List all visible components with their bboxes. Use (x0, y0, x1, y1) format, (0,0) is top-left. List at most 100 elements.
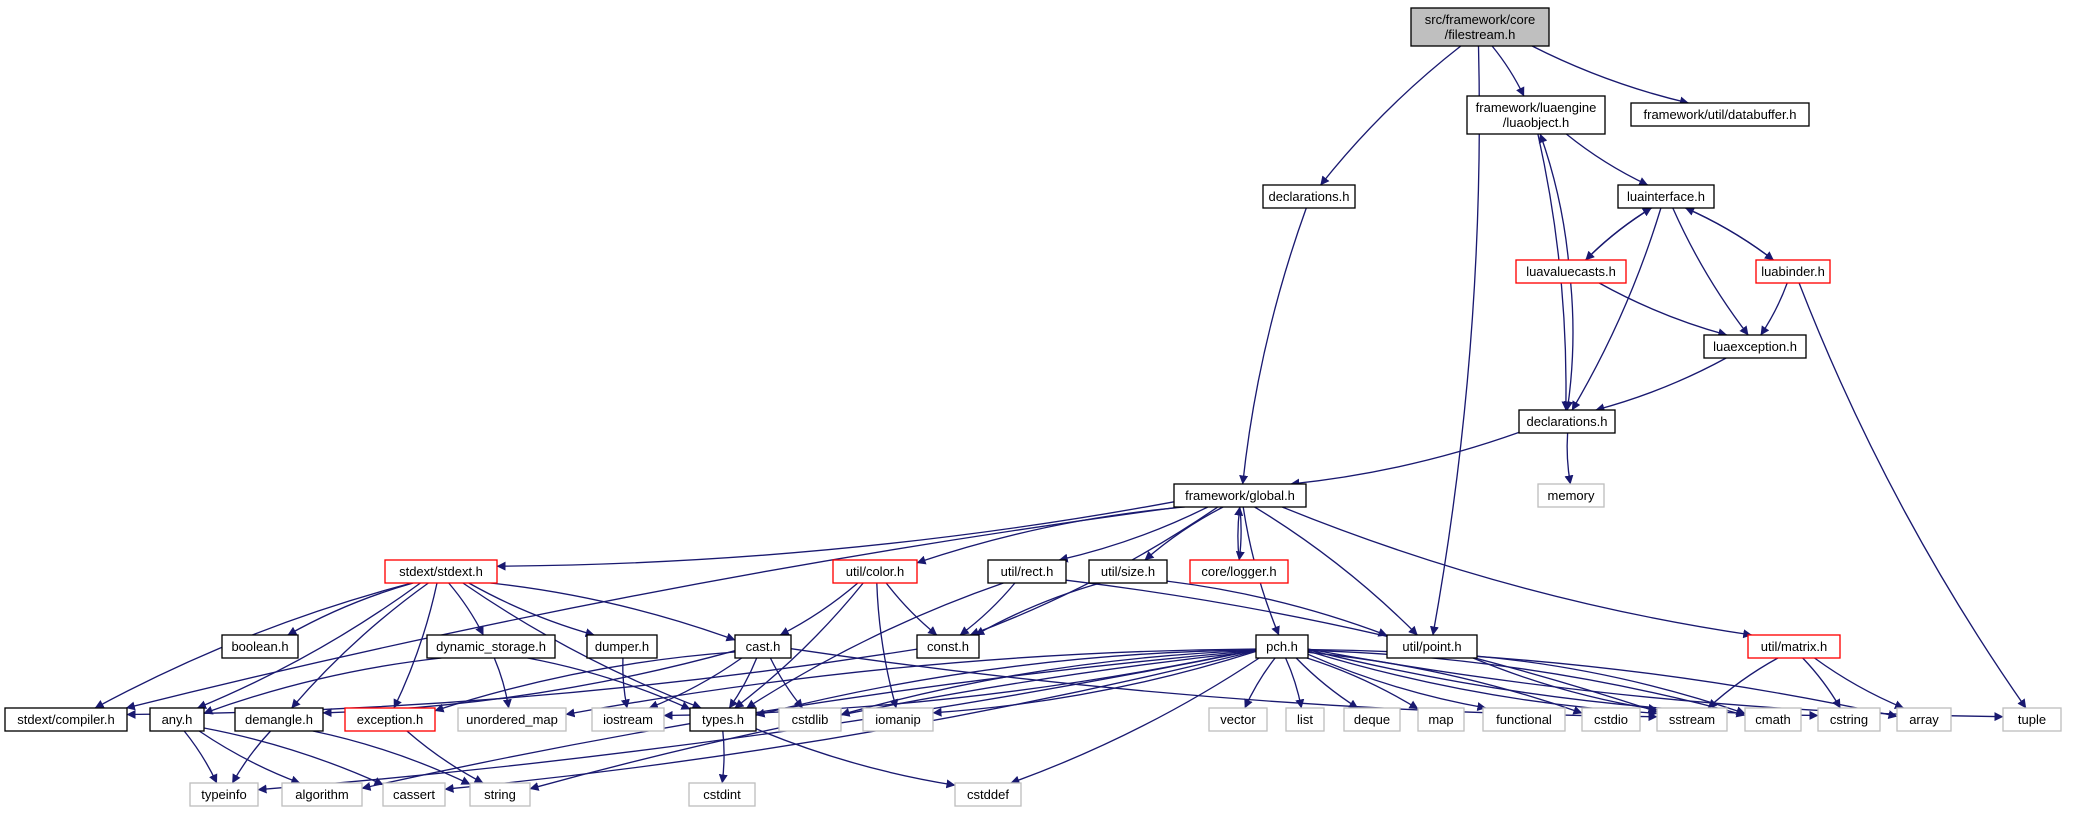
node-luaobject[interactable]: framework/luaengine/luaobject.h (1466, 95, 1606, 135)
node-rect[interactable]: util/rect.h (987, 559, 1067, 584)
edge-root-to-databuffer (1531, 45, 1689, 106)
edge-stdext-to-any (197, 582, 421, 709)
edge-declarations_lua-to-memory (1564, 432, 1574, 485)
node-cassert: cassert (382, 782, 446, 807)
edge-line (1685, 207, 1774, 261)
edge-any-to-typeinfo (183, 730, 218, 784)
node-box (1343, 707, 1401, 732)
node-label: framework/luaengine (1476, 100, 1597, 115)
node-iostream: iostream (591, 707, 665, 732)
edge-line (718, 730, 728, 784)
edge-line (1595, 357, 1727, 413)
node-box (1755, 259, 1831, 284)
edge-pch-to-cassert (444, 650, 1257, 793)
edge-pch-to-algorithm (361, 649, 1257, 791)
edge-line (1565, 133, 1649, 186)
node-box (1617, 184, 1715, 209)
edge-line (1571, 207, 1662, 411)
edge-line (1306, 657, 1419, 710)
node-matrix[interactable]: util/matrix.h (1747, 634, 1841, 659)
edge-line (1239, 207, 1307, 485)
node-luavaluecasts[interactable]: luavaluecasts.h (1515, 259, 1627, 284)
node-pch[interactable]: pch.h (1255, 634, 1309, 659)
edge-pch-to-list (1284, 657, 1305, 709)
node-box (281, 782, 363, 807)
node-label: vector (1220, 712, 1256, 727)
node-luabinder[interactable]: luabinder.h (1755, 259, 1831, 284)
edge-line (493, 657, 512, 709)
node-list: list (1285, 707, 1325, 732)
node-exception[interactable]: exception.h (344, 707, 436, 732)
node-const[interactable]: const.h (916, 634, 980, 659)
node-label: list (1297, 712, 1313, 727)
edge-root-to-declarations_core (1320, 45, 1462, 186)
node-label: /filestream.h (1445, 27, 1516, 42)
node-label: declarations.h (1269, 189, 1350, 204)
edge-line (406, 730, 484, 784)
node-box (1208, 707, 1268, 732)
node-label: luabinder.h (1761, 264, 1825, 279)
edge-line (565, 648, 1257, 718)
node-box (987, 559, 1067, 584)
node-box (234, 707, 324, 732)
edge-global-to-matrix (1281, 506, 1753, 639)
node-luaexception[interactable]: luaexception.h (1703, 334, 1807, 359)
node-stdext[interactable]: stdext/stdext.h (384, 559, 498, 584)
node-global[interactable]: framework/global.h (1173, 483, 1307, 508)
edge-line (1685, 207, 1774, 261)
node-luainterface[interactable]: luainterface.h (1617, 184, 1715, 209)
node-demangle[interactable]: demangle.h (234, 707, 324, 732)
edge-line (183, 730, 218, 784)
edge-line (885, 582, 938, 636)
edge-luavaluecasts-to-declarations_lua (1564, 282, 1574, 411)
node-box (2002, 707, 2062, 732)
edge-stdext-to-boolean (287, 582, 414, 636)
node-box (1744, 707, 1802, 732)
node-dynamic-storage[interactable]: dynamic_storage.h (426, 634, 556, 659)
node-label: core/logger.h (1201, 564, 1276, 579)
edge-pch-to-types (755, 649, 1257, 718)
edge-color-to-const (885, 582, 938, 636)
node-label: util/matrix.h (1761, 639, 1827, 654)
edge-types-to-cstddef (755, 728, 956, 789)
edge-types-to-cstdint (718, 730, 728, 784)
node-label: iostream (603, 712, 653, 727)
node-any[interactable]: any.h (149, 707, 205, 732)
node-box (344, 707, 436, 732)
edge-line (257, 649, 1257, 794)
node-box (688, 782, 756, 807)
edge-root-to-luaobject (1491, 45, 1525, 97)
edge-luaexception-to-declarations_lua (1595, 357, 1727, 413)
node-declarations-lua[interactable]: declarations.h (1518, 409, 1616, 434)
node-cast[interactable]: cast.h (734, 634, 792, 659)
edge-line (1254, 506, 1418, 636)
node-declarations-core[interactable]: declarations.h (1262, 184, 1356, 209)
edge-exception-to-string (406, 730, 484, 784)
node-label: functional (1496, 712, 1552, 727)
node-typeinfo: typeinfo (189, 782, 259, 807)
node-box (591, 707, 665, 732)
node-color[interactable]: util/color.h (832, 559, 918, 584)
node-boolean[interactable]: boolean.h (221, 634, 299, 659)
node-point[interactable]: util/point.h (1386, 634, 1478, 659)
node-dumper[interactable]: dumper.h (586, 634, 658, 659)
edge-pch-to-map (1306, 657, 1419, 710)
edge-line (231, 730, 272, 784)
node-types[interactable]: types.h (689, 707, 757, 732)
node-label: stdext/stdext.h (399, 564, 483, 579)
node-logger[interactable]: core/logger.h (1189, 559, 1289, 584)
node-databuffer[interactable]: framework/util/databuffer.h (1630, 102, 1810, 127)
node-label: exception.h (357, 712, 424, 727)
node-box (778, 707, 842, 732)
node-compiler[interactable]: stdext/compiler.h (4, 707, 128, 732)
node-cmath: cmath (1744, 707, 1802, 732)
node-label: iomanip (875, 712, 921, 727)
node-label: deque (1354, 712, 1390, 727)
node-label: luainterface.h (1627, 189, 1705, 204)
node-label: src/framework/core (1425, 12, 1536, 27)
node-label: unordered_map (466, 712, 558, 727)
node-label: util/point.h (1402, 639, 1461, 654)
node-size[interactable]: util/size.h (1088, 559, 1168, 584)
node-root[interactable]: src/framework/core/filestream.h (1410, 7, 1550, 47)
node-cstdint: cstdint (688, 782, 756, 807)
